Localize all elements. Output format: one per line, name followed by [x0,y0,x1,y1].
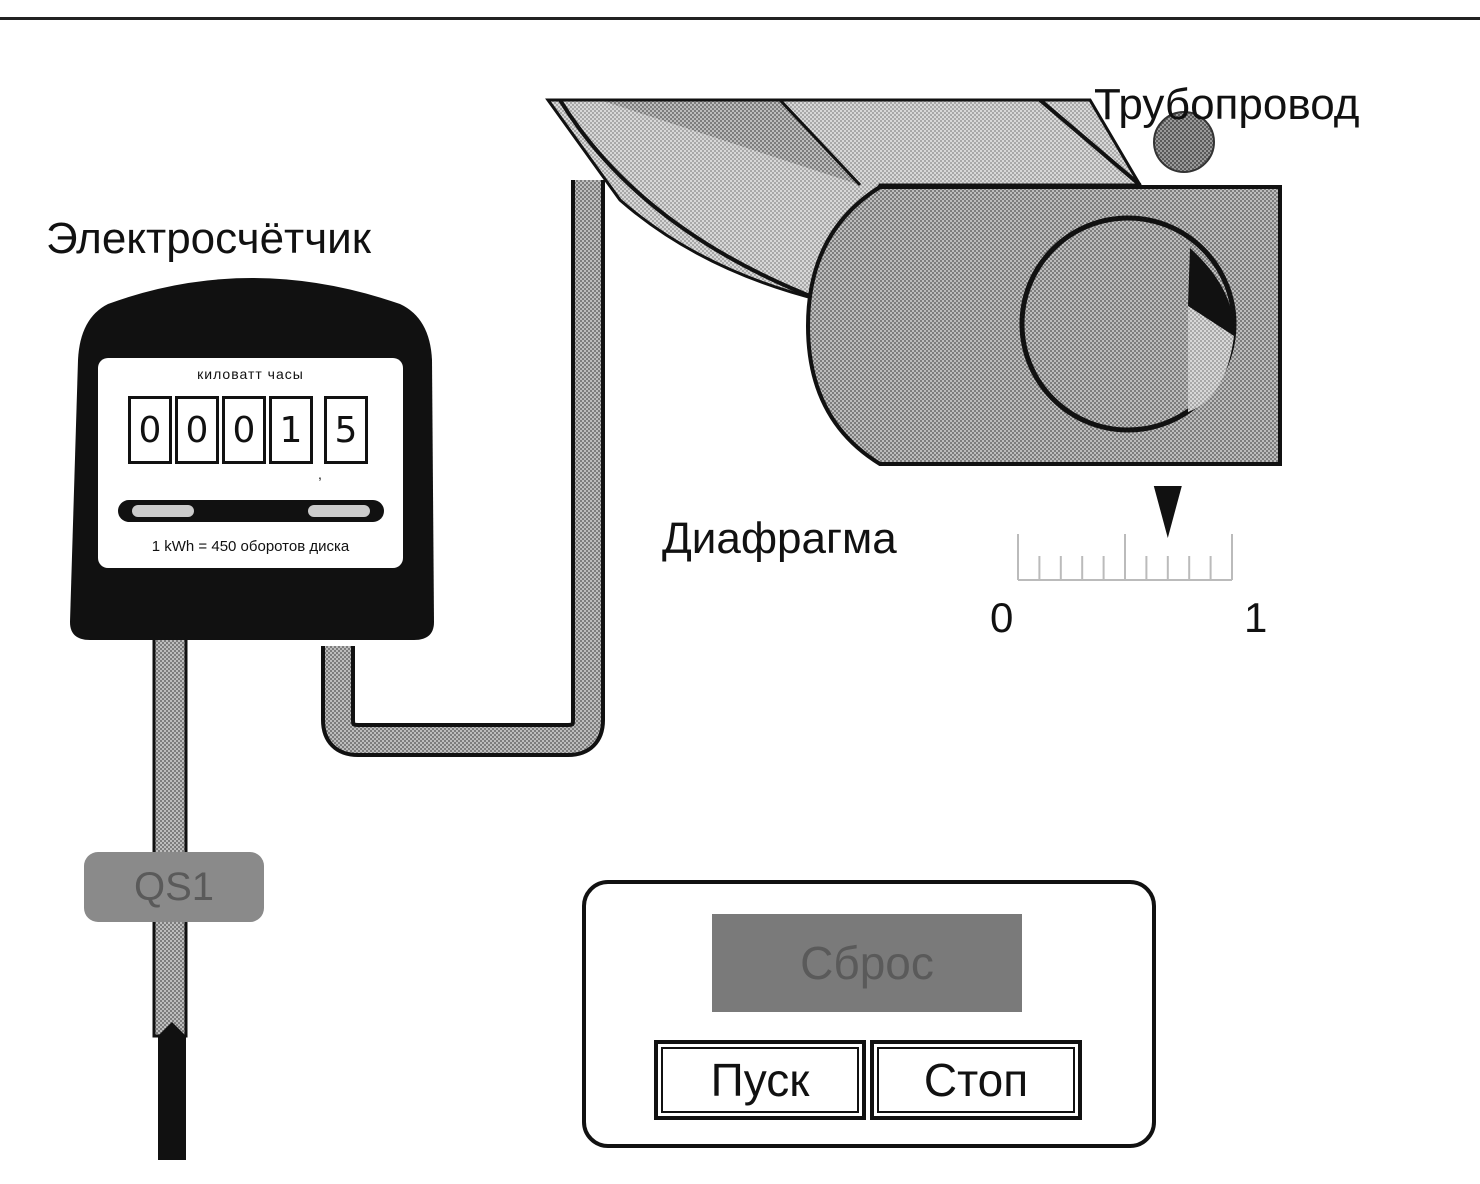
pipeline-title: Трубопровод [1094,80,1360,129]
disc-mark [308,505,370,517]
disc-mark [132,505,194,517]
reset-button[interactable]: Сброс [712,914,1022,1012]
scale-ticks [1017,534,1233,580]
decimal-mark: , [318,466,322,482]
meter-title: Электросчётчик [46,214,371,263]
electricity-meter: киловатт часы 0 0 0 1 5 , 1 kWh = 450 об… [70,302,435,640]
start-button[interactable]: Пуск [654,1040,866,1120]
switch-qs1[interactable]: QS1 [84,852,264,922]
meter-counter: 0 0 0 1 5 [128,396,368,464]
counter-digit-fraction: 5 [324,396,368,464]
diaphragm-opening [1188,306,1234,412]
scale-pointer [1153,486,1182,538]
stop-button[interactable]: Стоп [870,1040,1082,1120]
counter-digit: 0 [222,396,266,464]
diaphragm-scale [1017,486,1233,581]
top-rule [0,17,1480,20]
diaphragm-shutter [1188,248,1235,336]
diaphragm-title: Диафрагма [662,514,897,563]
control-panel: Сброс Пуск Стоп [582,880,1156,1148]
meter-unit-caption: киловатт часы [197,366,304,382]
meter-disc-window [118,500,384,522]
diaphragm [805,185,1282,466]
meter-face: киловатт часы 0 0 0 1 5 , 1 kWh = 450 об… [98,358,403,568]
counter-digit: 1 [269,396,313,464]
pipeline [545,98,1143,302]
meter-ratio-text: 1 kWh = 450 оборотов диска [151,538,350,555]
counter-digit: 0 [175,396,219,464]
counter-digit: 0 [128,396,172,464]
plug-icon [158,1022,186,1160]
scale-min-label: 0 [990,594,1014,641]
indicator-dot [1153,111,1215,173]
switch-label: QS1 [133,864,215,909]
scale-max-label: 1 [1244,594,1268,641]
supply-cable [152,634,188,1038]
